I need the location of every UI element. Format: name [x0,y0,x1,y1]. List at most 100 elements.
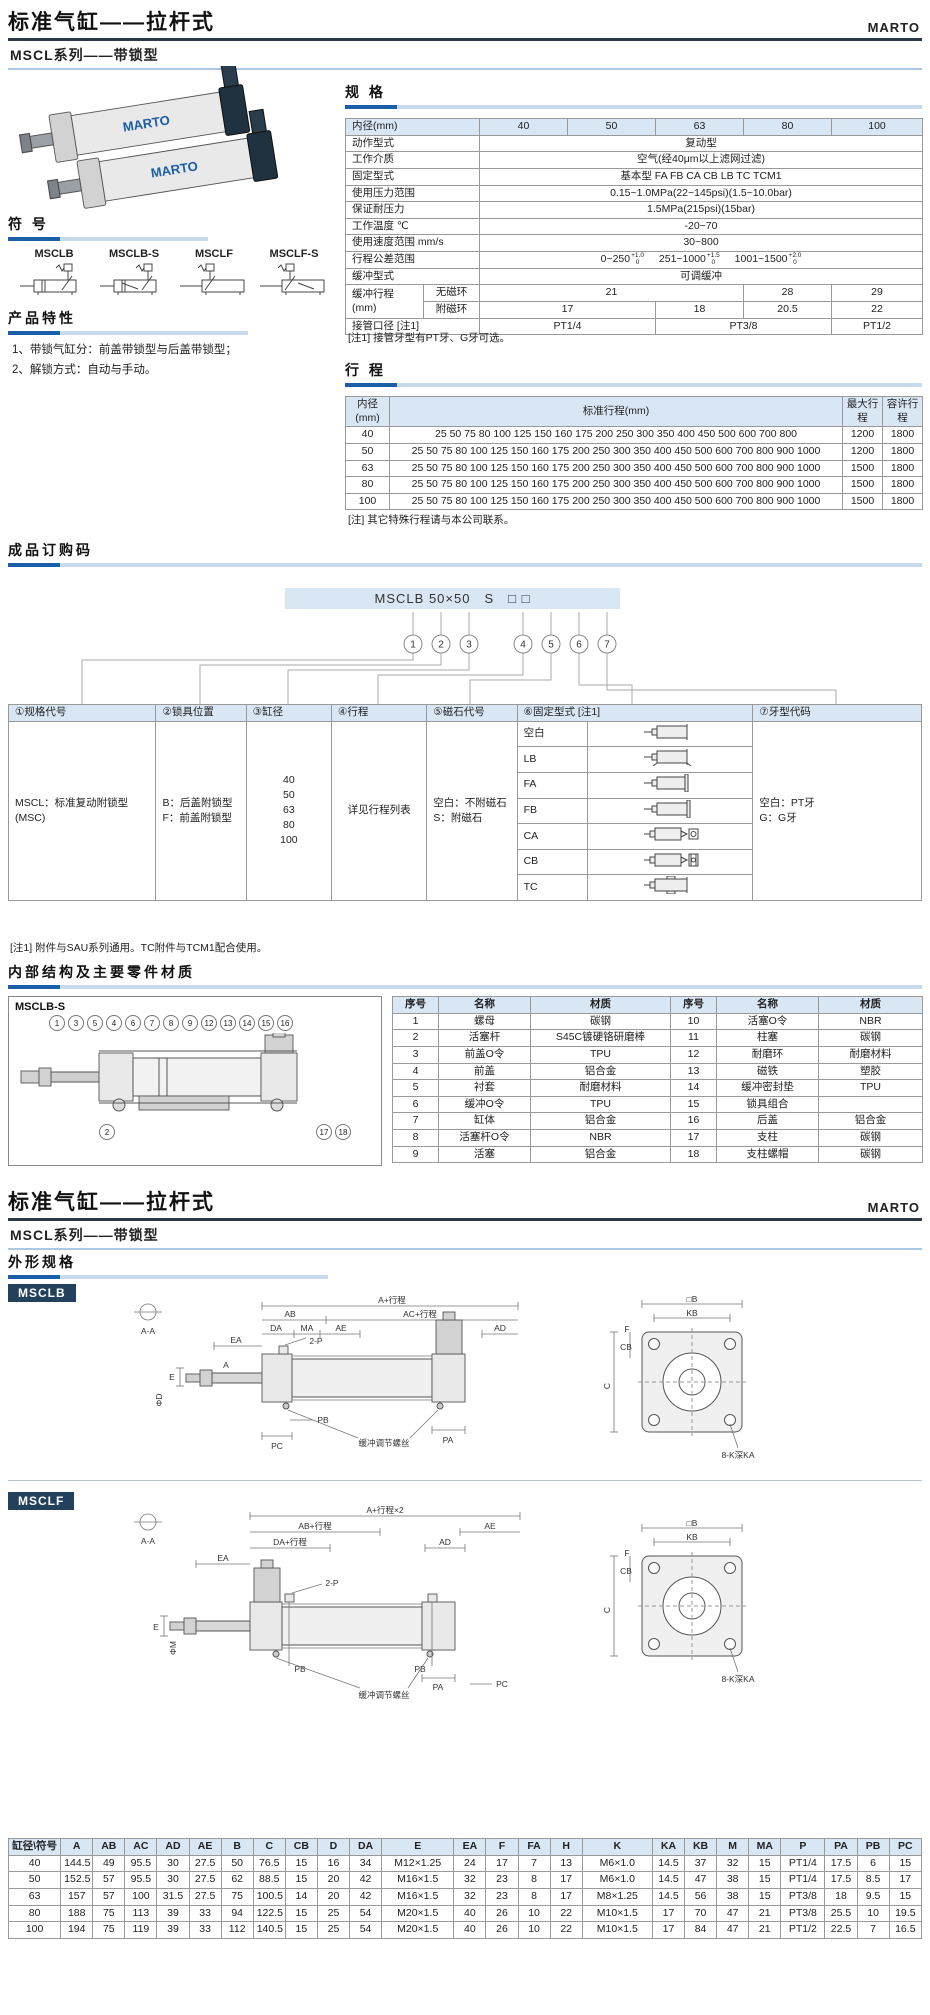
internal-heading: 内部结构及主要零件材质 [8,964,195,980]
list-item: G：G牙 [759,811,797,824]
order-col-header: ⑥固定型式 [注1] [516,704,754,722]
table-cell: 后盖 [716,1112,819,1131]
table-cell: 57 [92,1887,126,1906]
table-cell: 40 [453,1921,487,1939]
table-cell: 15 [888,1887,923,1906]
fix-option-label: FA [516,771,588,799]
part-balloon: 15 [258,1015,274,1031]
table-cell: 22.5 [824,1921,858,1939]
dim-label: AE [335,1323,347,1333]
msclf-front-view-drawing: A-A A+行程×2 AB+行程 AE DA+行程 AD EA [134,1506,521,1700]
part-balloon: 1 [49,1015,65,1031]
order-code: MSCLB 50×50 S □ □ [285,588,620,609]
table-cell: 25 50 75 80 100 125 150 160 175 200 250 … [389,426,843,444]
order-option-row: FA [9,771,922,799]
list-item: 空白：PT牙 [759,796,815,809]
code-digit: 2 [438,640,444,651]
cushion-value: 21 [479,284,744,303]
table-cell: 12 [670,1045,717,1064]
tol-range: 0~250 [600,253,631,266]
order-code-connectors: 1 2 3 4 5 6 7 [81,612,837,704]
table-cell: 25 [316,1904,351,1923]
series-subtitle: MSCL系列——带锁型 [10,47,159,63]
table-cell: 17.5 [824,1871,858,1889]
table-cell: 112 [220,1921,254,1939]
dim-label: E [153,1622,159,1632]
table-cell: 21 [748,1921,782,1939]
port-value: PT1/2 [831,317,923,336]
dim-label: PC [496,1679,508,1689]
spec-table: 内径(mm) 40 50 63 80 100 动作型式复动型 工作介质空气(经4… [345,118,923,336]
tol-sub: 0 [793,258,797,266]
page2-header: 标准气缸——拉杆式 MARTO MSCL系列——带锁型 [8,1186,922,1250]
table-cell: 80 [345,476,390,494]
spec-value: -20~70 [479,217,923,236]
part-balloon: 6 [125,1015,141,1031]
part-balloon: 5 [87,1015,103,1031]
table-cell: 铝合金 [530,1112,671,1131]
spec-label: 使用速度范围 mm/s [345,234,480,253]
spec-label: 接管口径 [注1] [345,317,480,336]
tol-range: 1001~1500 [734,253,788,266]
header-cell: K [581,1838,653,1856]
heading-bar [8,563,922,567]
bore-label: 内径(mm) [345,118,480,136]
table-cell: 57 [92,1871,126,1889]
table-cell: 13 [670,1062,717,1081]
table-cell: 25 50 75 80 100 125 150 160 175 200 250 … [389,492,843,511]
order-col-header: ③缸径 [245,704,333,722]
msclf-side-view-drawing: □B KB C F CB 8-K深KA [602,1520,755,1684]
dim-label: C [602,1383,612,1389]
dim-label: EA [230,1335,242,1345]
table-cell: 84 [684,1921,718,1939]
dim-label: KB [686,1308,698,1318]
header-cell: B [220,1838,254,1856]
header-cell: 材质 [530,996,671,1014]
order-col4: 详见行程列表 [331,720,428,902]
table-cell: 19.5 [888,1904,923,1923]
dim-label: F [624,1548,629,1558]
spec-row: 缓冲型式可调缓冲 [345,267,923,286]
table-cell: 76.5 [252,1854,286,1873]
table-cell: 耐磨环 [716,1045,819,1064]
tol-sub: 0 [711,258,716,266]
table-cell: 15 [748,1854,782,1873]
table-cell: M20×1.5 [381,1904,455,1923]
list-item: (MSC) [15,811,46,824]
table-cell: 支柱 [716,1129,819,1147]
table-cell: 铝合金 [530,1062,671,1081]
table-cell: 95.5 [124,1854,158,1873]
table-cell: 15 [748,1887,782,1906]
section-internal: 内部结构及主要零件材质 [8,962,922,989]
dim-label: KB [686,1532,698,1542]
table-cell: 38 [716,1887,750,1906]
table-cell: 188 [60,1904,94,1923]
header-cell: CB [284,1838,318,1856]
dim-label: AB [284,1309,296,1319]
part-balloon: 4 [106,1015,122,1031]
dim-label: MA [301,1323,314,1333]
table-cell: 27.5 [188,1887,222,1906]
code-digit: 3 [466,640,472,651]
code-digit: 5 [548,640,554,651]
table-cell: PT3/8 [780,1904,826,1923]
features-heading: 产品特性 [8,310,76,326]
order-header-row: ①规格代号 ②锁具位置 ③缸径 ④行程 ⑤磁石代号 ⑥固定型式 [注1] ⑦牙型… [7,704,922,722]
cushion-value: 22 [831,301,923,319]
table-cell: 24 [453,1854,487,1873]
list-item: MSCL：标准复动附锁型 [15,796,129,809]
table-cell: M10×1.5 [581,1921,653,1939]
brand-logo: MARTO [867,1200,920,1215]
heading-bar [8,1275,328,1279]
table-cell: M16×1.5 [381,1871,455,1889]
table-cell: 22 [549,1921,583,1939]
order-option-row: TC [9,874,922,902]
table-cell: 碳钢 [818,1145,923,1164]
